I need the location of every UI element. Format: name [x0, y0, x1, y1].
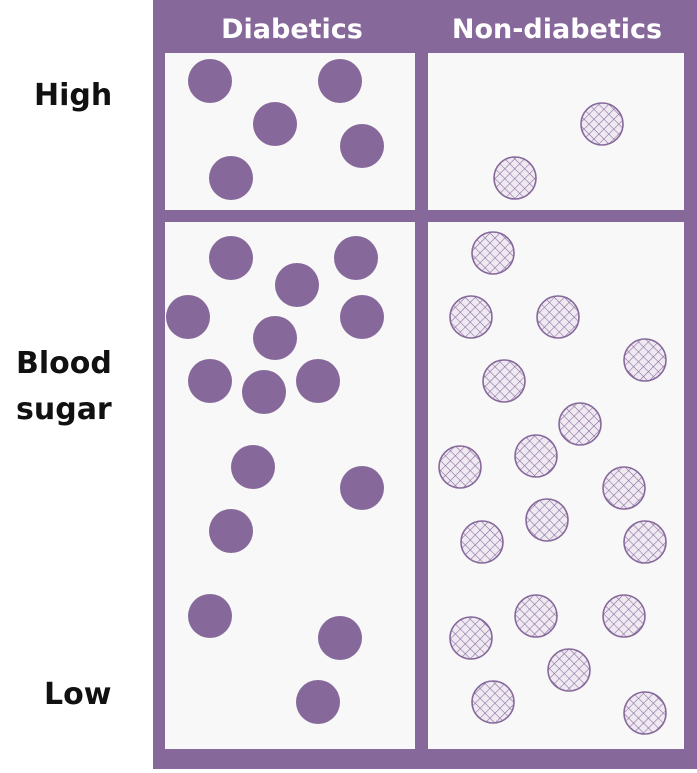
diabetic-dots	[166, 59, 384, 724]
nondiabetic-dot	[493, 156, 537, 200]
nondiabetic-dot	[514, 594, 558, 638]
nondiabetic-dot	[471, 680, 515, 724]
diabetic-dot	[340, 466, 384, 510]
diabetic-dot	[334, 236, 378, 280]
nondiabetic-dot	[449, 295, 493, 339]
nondiabetic-dot	[438, 445, 482, 489]
column-header-nondiabetics: Non-diabetics	[452, 14, 662, 45]
nondiabetic-dots	[438, 102, 667, 735]
diabetic-dot	[209, 509, 253, 553]
diabetic-dot	[318, 616, 362, 660]
nondiabetic-dot	[580, 102, 624, 146]
diabetic-dot	[296, 680, 340, 724]
nondiabetic-dot	[602, 594, 646, 638]
diabetic-dot	[209, 156, 253, 200]
row-label-low: Low	[44, 677, 112, 712]
diabetic-dot	[340, 295, 384, 339]
nondiabetic-dot	[482, 359, 526, 403]
panel-high-nondiabetics	[428, 53, 684, 210]
nondiabetic-dot	[558, 402, 602, 446]
nondiabetic-dot	[547, 648, 591, 692]
axis-label-sugar: sugar	[16, 392, 112, 427]
nondiabetic-dot	[525, 498, 569, 542]
diabetic-dot	[296, 359, 340, 403]
diabetic-dot	[275, 263, 319, 307]
nondiabetic-dot	[514, 434, 558, 478]
diabetic-dot	[231, 445, 275, 489]
axis-label-blood: Blood	[16, 346, 112, 381]
column-header-diabetics: Diabetics	[221, 14, 363, 45]
diabetic-dot	[340, 124, 384, 168]
diabetic-dot	[188, 594, 232, 638]
nondiabetic-dot	[623, 338, 667, 382]
diabetic-dot	[242, 370, 286, 414]
diabetic-dot	[253, 102, 297, 146]
nondiabetic-dot	[602, 466, 646, 510]
nondiabetic-dot	[623, 520, 667, 564]
diabetic-dot	[318, 59, 362, 103]
row-label-high: High	[34, 78, 113, 113]
nondiabetic-dot	[536, 295, 580, 339]
diabetic-dot	[166, 295, 210, 339]
nondiabetic-dot	[623, 691, 667, 735]
diabetic-dot	[188, 59, 232, 103]
diabetic-dot	[253, 316, 297, 360]
diabetic-dot	[188, 359, 232, 403]
nondiabetic-dot	[449, 616, 493, 660]
nondiabetic-dot	[471, 231, 515, 275]
diabetic-dot	[209, 236, 253, 280]
nondiabetic-dot	[460, 520, 504, 564]
